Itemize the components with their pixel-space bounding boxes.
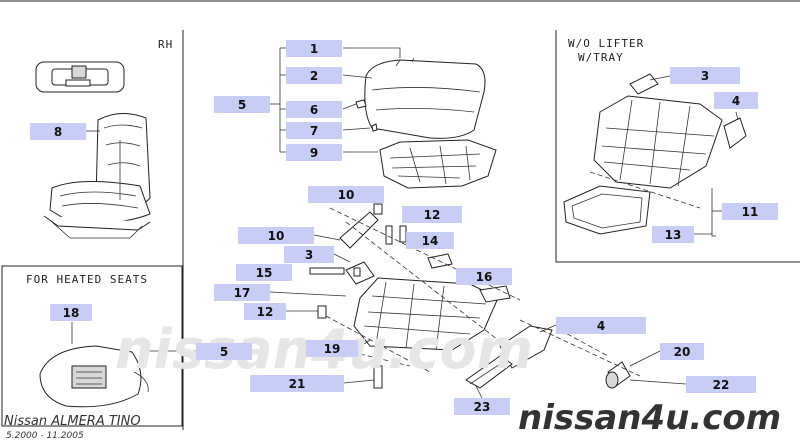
part-label-6[interactable]: 6 [286, 101, 342, 118]
dashed-guides [325, 171, 701, 377]
production-dates: 5.2000 - 11.2005 [6, 431, 84, 441]
part-label-18[interactable]: 18 [50, 304, 92, 321]
tray-drawing [563, 185, 651, 235]
part-label-3-wo-lifter[interactable]: 3 [670, 67, 740, 84]
part-label-4-wo-lifter[interactable]: 4 [714, 92, 758, 109]
part-label-16[interactable]: 16 [456, 268, 512, 285]
heated-seats-label: FOR HEATED SEATS [26, 273, 148, 286]
hook-parts-drawing [355, 99, 378, 132]
part-label-9[interactable]: 9 [286, 144, 342, 161]
heated-seats-panel [1, 265, 183, 427]
part-label-1[interactable]: 1 [286, 40, 342, 57]
part-label-3-center[interactable]: 3 [284, 246, 334, 263]
part-label-5[interactable]: 5 [214, 96, 270, 113]
wo-lifter-panel [555, 30, 800, 263]
part-label-10-upper[interactable]: 10 [308, 186, 384, 203]
part-label-12-upper[interactable]: 12 [402, 206, 462, 223]
part-label-4-center[interactable]: 4 [556, 317, 646, 334]
part-label-2[interactable]: 2 [286, 67, 342, 84]
part-label-17[interactable]: 17 [214, 284, 270, 301]
dashboard-thumbnail [35, 61, 125, 93]
model-name: Nissan ALMERA TINO [4, 414, 141, 429]
seat-rail-drawing [465, 325, 553, 389]
heated-pad-drawing [39, 345, 149, 408]
part-label-10-lower[interactable]: 10 [238, 227, 314, 244]
wo-lifter-frame-drawing [593, 73, 747, 189]
part-label-21[interactable]: 21 [250, 375, 344, 392]
part-label-7[interactable]: 7 [286, 122, 342, 139]
part-label-13[interactable]: 13 [652, 226, 694, 243]
part-label-11[interactable]: 11 [722, 203, 778, 220]
part-label-5-heated[interactable]: 5 [196, 343, 252, 360]
watermark-footer: nissan4u.com [518, 398, 782, 438]
part-label-23[interactable]: 23 [454, 398, 510, 415]
part-label-15[interactable]: 15 [236, 264, 292, 281]
part-label-20[interactable]: 20 [660, 343, 704, 360]
cushion-drawing [364, 57, 486, 139]
part-label-22[interactable]: 22 [686, 376, 756, 393]
part-label-12-lower[interactable]: 12 [244, 303, 286, 320]
wo-lifter-label: W/O LIFTER [568, 37, 645, 50]
seat-assembly-drawing [43, 113, 151, 239]
part-label-19[interactable]: 19 [306, 340, 358, 357]
rh-label: RH [158, 38, 174, 51]
cushion-frame-drawing [379, 139, 497, 189]
part-label-8[interactable]: 8 [30, 123, 86, 140]
part-label-14[interactable]: 14 [406, 232, 454, 249]
w-tray-label: W/TRAY [578, 51, 624, 64]
